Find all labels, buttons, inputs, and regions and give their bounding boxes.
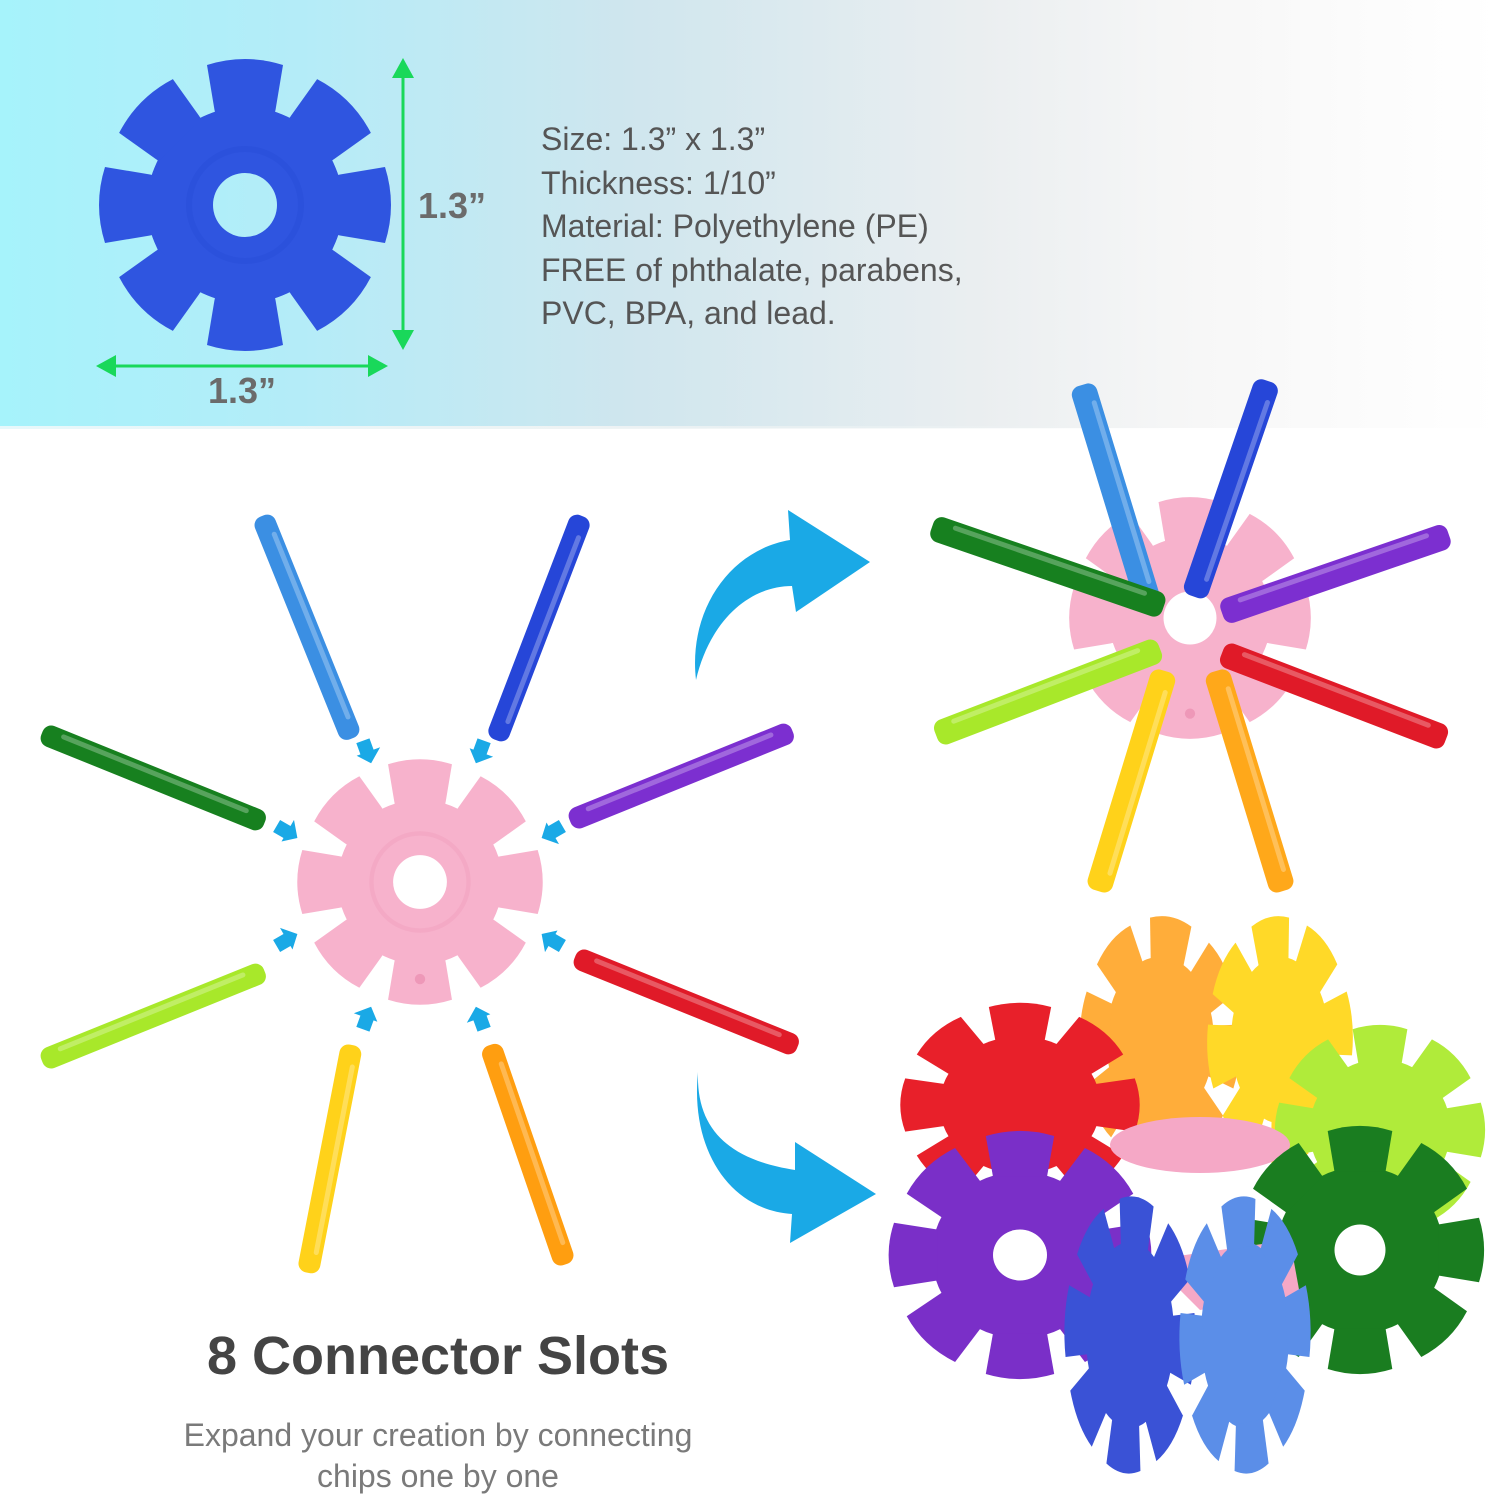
- slot-arrow-icon: [353, 1006, 378, 1032]
- spec-material: Material: Polyethylene (PE): [541, 208, 929, 244]
- spec-size: Size: 1.3” x 1.3”: [541, 121, 766, 157]
- spec-free-of-line2: PVC, BPA, and lead.: [541, 295, 836, 331]
- width-label: 1.3”: [208, 370, 277, 411]
- width-dimension-arrow-icon: [96, 355, 388, 377]
- height-label: 1.3”: [418, 185, 487, 226]
- slot-arrow-icon: [541, 930, 566, 953]
- slot-arrow-icon: [466, 1006, 491, 1032]
- chip-blue: [485, 512, 593, 745]
- slot-pointer-arrows: [273, 738, 566, 1032]
- chip-red: [570, 946, 802, 1058]
- assembled-cluster-image: [900, 930, 1490, 1490]
- pink-hub-chip-image: [290, 752, 550, 1012]
- slot-arrow-icon: [273, 819, 298, 842]
- chip-light-blue: [251, 511, 363, 743]
- spec-list: Size: 1.3” x 1.3” Thickness: 1/10” Mater…: [541, 118, 963, 336]
- spec-free-of-line1: FREE of phthalate, parabens,: [541, 251, 963, 288]
- chip-lime: [37, 960, 269, 1072]
- height-dimension-arrow-icon: [392, 58, 414, 350]
- curved-arrow-down-right-icon: [696, 1072, 876, 1243]
- pink-hub-assembled-image: [1062, 490, 1318, 746]
- feature-title: 8 Connector Slots: [206, 1326, 670, 1386]
- feature-description-line1: Expand your creation by connecting: [183, 1417, 693, 1453]
- feature-description: Expand your creation by connecting chips…: [0, 1415, 876, 1497]
- slot-arrow-icon: [273, 927, 298, 953]
- slot-arrow-icon: [356, 738, 381, 764]
- chip-yellow: [296, 1042, 363, 1275]
- curved-arrow-up-right-icon: [695, 510, 870, 680]
- blue-chip-image: [95, 60, 395, 350]
- slot-arrow-icon: [469, 738, 494, 764]
- chip-purple: [565, 720, 797, 832]
- feature-description-line2: chips one by one: [317, 1458, 559, 1494]
- spec-thickness: Thickness: 1/10”: [541, 164, 776, 201]
- slot-arrow-icon: [541, 819, 566, 845]
- chip-green: [37, 722, 269, 834]
- chip-orange: [479, 1041, 576, 1268]
- banner-divider: [0, 426, 1180, 429]
